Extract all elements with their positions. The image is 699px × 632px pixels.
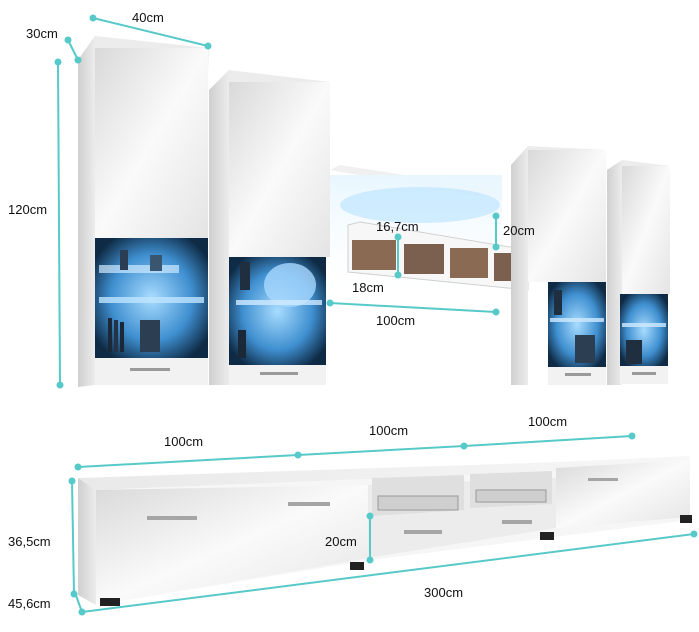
- tv-seg2-label: 100cm: [369, 423, 409, 438]
- top-height-label: 120cm: [8, 202, 48, 217]
- tv-drawer-gap-label: 20cm: [325, 534, 357, 549]
- tv-seg3-label: 100cm: [528, 414, 568, 429]
- top-depth-label: 30cm: [26, 26, 58, 41]
- wall-unit: [78, 36, 670, 387]
- shelf-depth-label: 18cm: [352, 280, 384, 295]
- floating-shelf: [330, 165, 529, 305]
- tv-height-label: 36,5cm: [8, 534, 51, 549]
- tv-depth-label: 45,6cm: [8, 596, 51, 611]
- top-width-label: 40cm: [132, 10, 164, 25]
- measurement-lines: [54, 14, 698, 616]
- tv-total-label: 300cm: [424, 585, 464, 600]
- shelf-gap-label: 20cm: [503, 223, 535, 238]
- cabinet-left-tall: [78, 36, 209, 387]
- tv-seg1-label: 100cm: [164, 434, 204, 449]
- cabinet-right-second: [607, 160, 670, 385]
- tv-stand: [78, 456, 692, 606]
- shelf-width-label: 100cm: [376, 313, 416, 328]
- cabinet-left-second: [209, 70, 330, 385]
- shelf-height-label: 16,7cm: [376, 219, 419, 234]
- cabinet-right-first: [511, 146, 606, 385]
